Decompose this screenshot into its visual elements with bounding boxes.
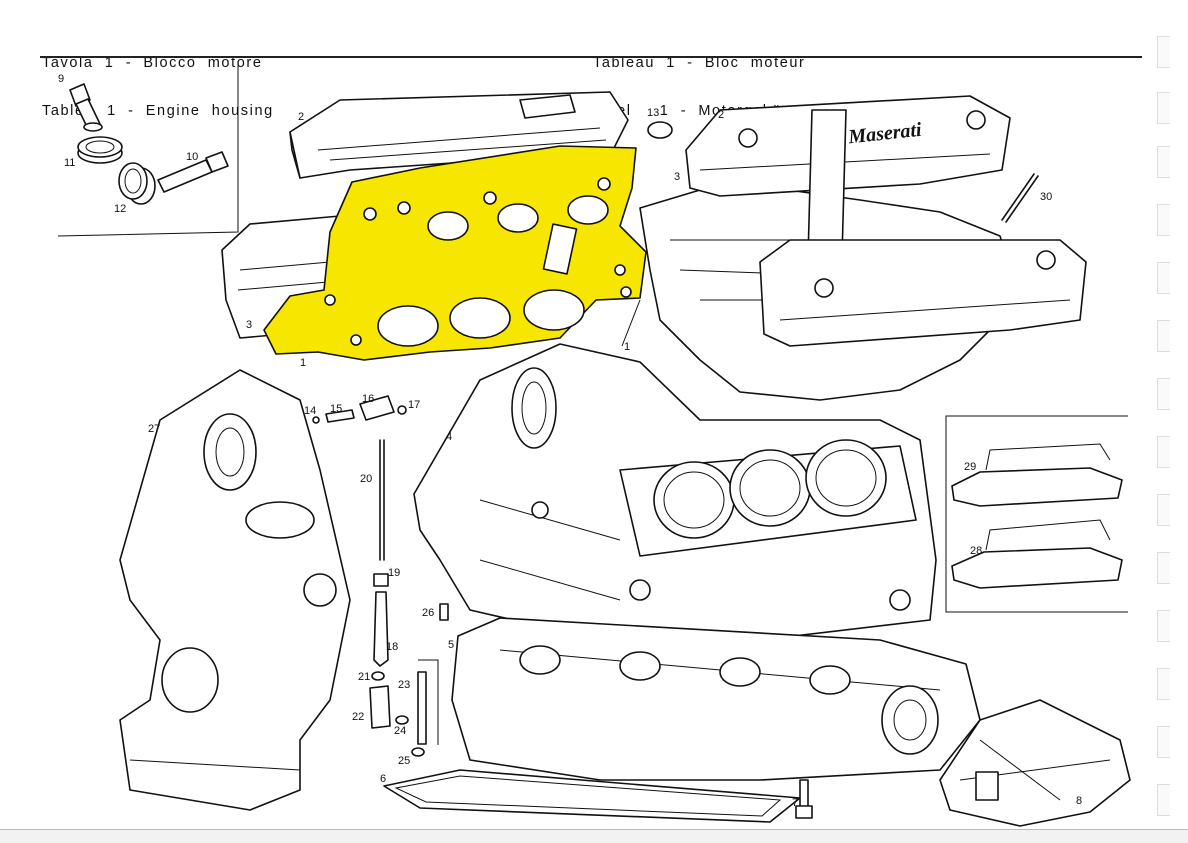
edge-tab [1157,320,1170,352]
label-part-12: 12 [114,203,126,215]
label-part-10: 10 [186,151,198,163]
label-part-1: 1 [624,341,630,353]
inset-gaskets [945,415,1128,613]
part-10-pin [157,151,229,193]
label-part-30: 30 [1040,191,1052,203]
page-bottom-edge [0,829,1188,843]
label-part-24: 24 [394,725,406,737]
label-part-15: 15 [330,403,342,415]
part-12-sleeve [118,162,156,205]
part-9-stud [69,83,103,132]
small-parts-column [312,395,449,757]
label-part-5: 5 [448,639,454,651]
part-7-bolt [795,779,813,819]
title-italian: Tavola 1 - Blocco motore [42,55,263,71]
label-part-17: 17 [408,399,420,411]
engine-block [413,343,937,641]
header-left: Tavola 1 - Blocco motore Table 1 - Engin… [42,23,274,135]
cylinder-head-right: Maserati [639,95,1087,401]
label-part-25: 25 [398,755,410,767]
label-part-4: 4 [446,431,452,443]
label-part-14: 14 [304,405,316,417]
edge-tab [1157,726,1170,758]
label-part-23: 23 [398,679,410,691]
label-part-2: 2 [718,109,724,121]
label-part-3: 3 [674,171,680,183]
label-part-6: 6 [380,773,386,785]
edge-tab [1157,204,1170,236]
label-part-26: 26 [422,607,434,619]
edge-tab [1157,36,1170,68]
label-part-18: 18 [386,641,398,653]
part-30-rod [1001,173,1035,221]
edge-tab [1157,262,1170,294]
header-rule [40,56,1142,58]
label-part-13: 13 [647,107,659,119]
part-labels: 2 2 13 3 3 1 1 30 9 11 10 12 27 14 15 16… [58,73,1082,809]
edge-tab [1157,436,1170,468]
edge-tab [1157,378,1170,410]
label-part-27: 27 [148,423,160,435]
edge-tab [1157,668,1170,700]
edge-tab [1157,610,1170,642]
edge-tab [1157,552,1170,584]
label-part-21: 21 [358,671,370,683]
part-11-ring [77,136,123,164]
label-part-2: 2 [298,111,304,123]
label-part-20: 20 [360,473,372,485]
title-english: Table 1 - Engine housing [42,103,274,119]
label-part-28: 28 [970,545,982,557]
label-part-7: 7 [792,797,798,809]
part-13-oring [647,121,673,139]
cylinder-head-highlight [263,145,647,361]
label-part-1: 1 [300,357,306,369]
label-part-9: 9 [58,73,64,85]
label-part-11: 11 [64,157,75,169]
edge-tab [1157,784,1170,816]
edge-tab [1157,494,1170,526]
timing-cover [119,369,351,811]
label-part-8: 8 [1076,795,1082,807]
edge-tab [1157,146,1170,178]
label-part-29: 29 [964,461,976,473]
oil-pan [939,699,1131,827]
oil-pan-gasket [383,769,801,823]
crankcase [451,617,981,781]
edge-tab [1157,92,1170,124]
inset-small-parts [57,64,239,237]
label-part-19: 19 [388,567,400,579]
label-part-3: 3 [246,319,252,331]
title-french: Tableau 1 - Bloc moteur [593,55,806,71]
label-part-22: 22 [352,711,364,723]
label-part-16: 16 [362,393,374,405]
